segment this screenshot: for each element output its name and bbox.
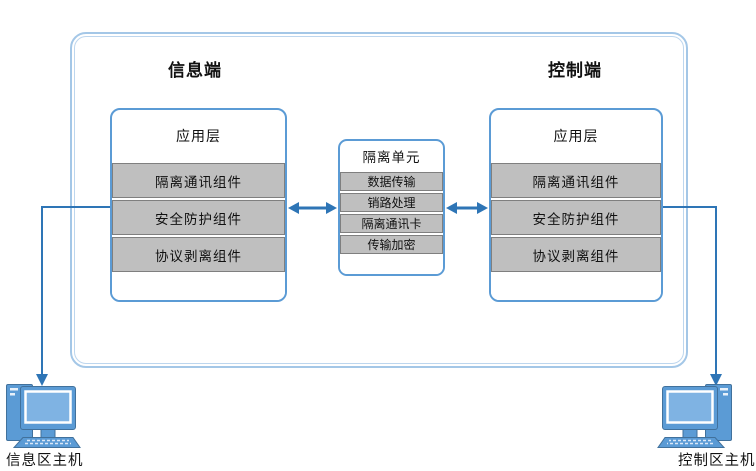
- control-host-label: 控制区主机: [678, 453, 756, 469]
- isolation-unit-header: 隔离单元: [362, 150, 421, 165]
- control-stack-row-isolation-comm: 隔离通讯组件: [491, 163, 661, 198]
- isolation-unit-footer: [340, 255, 443, 274]
- unit-row-link-processing: 销路处理: [340, 193, 443, 212]
- info-stack-header: 应用层: [176, 128, 221, 144]
- unit-row-data-transfer: 数据传输: [340, 172, 443, 191]
- computer-icon: [6, 384, 81, 448]
- control-stack-header: 应用层: [553, 128, 599, 144]
- info-stack-row-security: 安全防护组件: [112, 200, 285, 235]
- info-application-stack: 应用层 隔离通讯组件 安全防护组件 协议剥离组件: [110, 108, 287, 302]
- info-stack-row-protocol-strip: 协议剥离组件: [112, 237, 285, 272]
- info-side-title: 信息端: [168, 61, 222, 80]
- unit-row-encryption: 传输加密: [340, 235, 443, 254]
- info-stack-footer: [112, 273, 285, 300]
- isolation-unit: 隔离单元 数据传输 销路处理 隔离通讯卡 传输加密: [338, 139, 445, 276]
- control-stack-footer: [491, 273, 661, 300]
- system-boundary-frame: [70, 32, 688, 368]
- info-stack-row-isolation-comm: 隔离通讯组件: [112, 163, 285, 198]
- control-side-title: 控制端: [548, 61, 602, 80]
- unit-row-isolation-card: 隔离通讯卡: [340, 214, 443, 233]
- control-stack-row-protocol-strip: 协议剥离组件: [491, 237, 661, 272]
- computer-icon: [657, 384, 732, 448]
- control-application-stack: 应用层 隔离通讯组件 安全防护组件 协议剥离组件: [489, 108, 663, 302]
- control-stack-row-security: 安全防护组件: [491, 200, 661, 235]
- info-host-label: 信息区主机: [6, 453, 84, 469]
